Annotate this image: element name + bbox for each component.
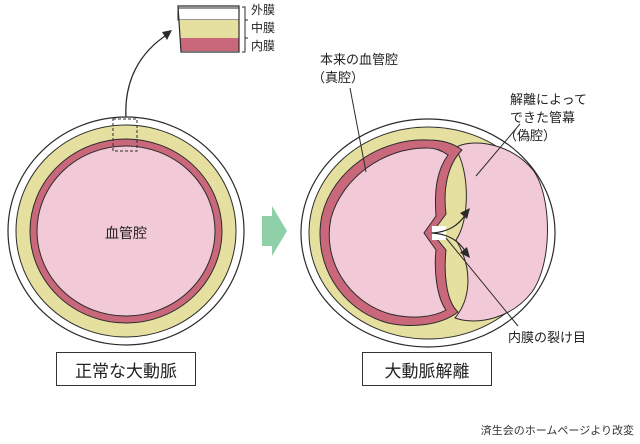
inset-layer-outer: 外膜: [251, 3, 275, 17]
inset-outline: [177, 5, 240, 53]
true-lumen-leader: [349, 87, 367, 173]
transition-arrow: [262, 206, 287, 256]
false-lumen: [454, 142, 548, 322]
normal-lumen: [36, 145, 216, 317]
flow-arrow-down: [431, 232, 467, 253]
inset-brace: [242, 6, 248, 53]
intimal-tear: [432, 226, 446, 240]
flow-arrow-up: [431, 213, 467, 234]
inset-media: [179, 20, 239, 38]
normal-aorta: 血管腔: [7, 116, 245, 346]
normal-caption: 正常な大動脈: [75, 361, 177, 382]
false-lumen-leader: [475, 123, 521, 177]
dissected-aorta: 本来の血管腔 （真腔） 解離によって できた管幕 （偽腔） 内膜の裂け目: [300, 53, 587, 348]
zoom-arrowhead: [162, 30, 172, 40]
inset-layer-inner: 内膜: [251, 39, 275, 53]
false-lumen-label-3: （偽腔）: [504, 129, 556, 144]
normal-caption-box: 正常な大動脈: [56, 352, 196, 386]
flow-arrowhead-down: [460, 247, 470, 258]
tear-leader: [445, 237, 519, 327]
wall-layer-inset: 外膜 中膜 内膜: [177, 3, 275, 53]
tear-label: 内膜の裂け目: [508, 330, 586, 346]
inset-adventitia: [177, 7, 240, 21]
false-lumen-label-1: 解離によって: [510, 93, 587, 108]
zoom-region-box: [112, 118, 138, 152]
inset-layer-middle: 中膜: [251, 20, 275, 35]
false-lumen-label-2: できた管幕: [510, 111, 575, 126]
dissection-caption: 大動脈解離: [384, 361, 470, 382]
true-lumen-label-2: （真腔）: [312, 71, 364, 86]
true-lumen-label-1: 本来の血管腔: [320, 53, 398, 68]
flow-arrowhead-up: [460, 208, 470, 219]
zoom-arrow: [125, 33, 169, 119]
dissection-caption-box: 大動脈解離: [362, 352, 492, 386]
true-lumen: [328, 147, 449, 318]
inset-intima: [180, 38, 239, 51]
source-credit: 済生会のホームページより改変: [480, 424, 634, 437]
normal-lumen-label: 血管腔: [105, 226, 147, 242]
